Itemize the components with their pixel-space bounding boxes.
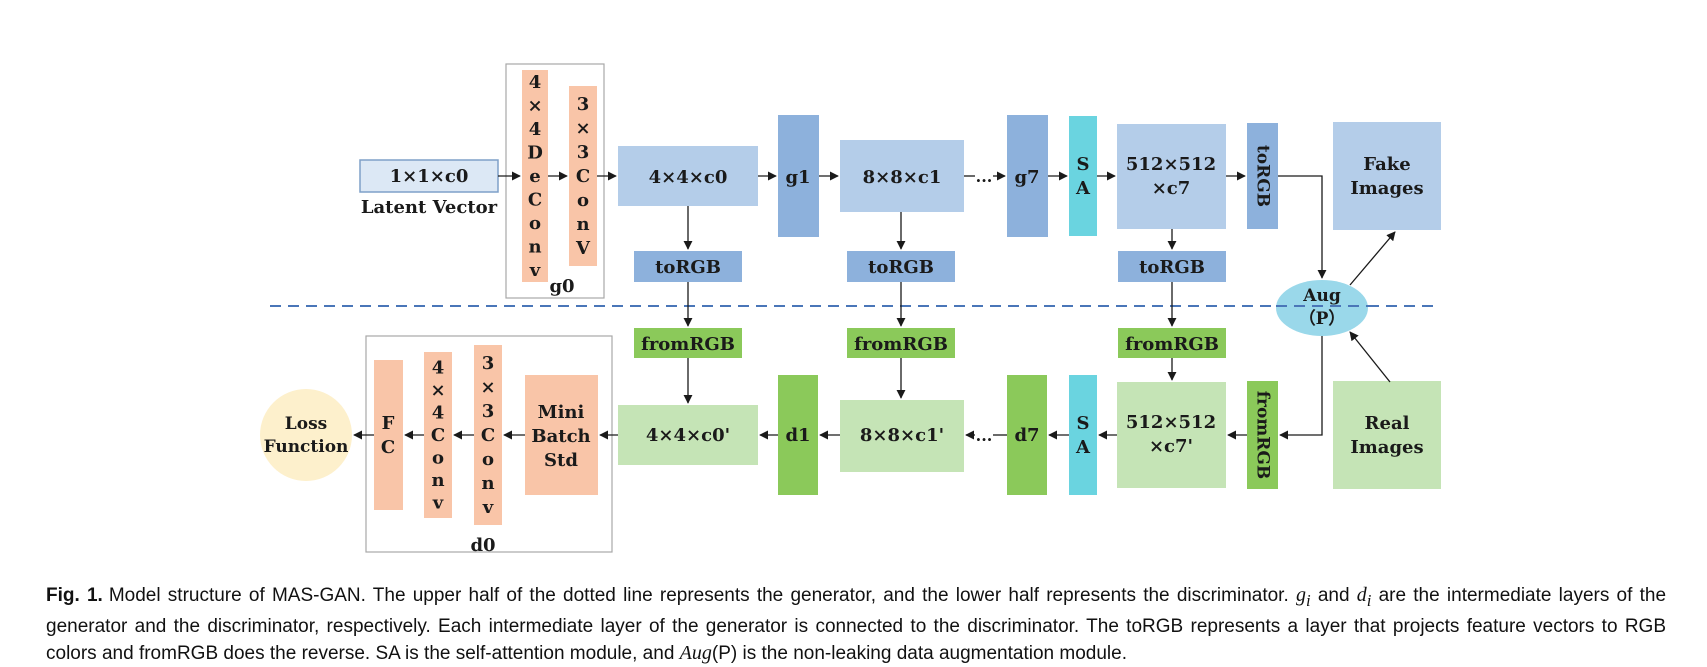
caption-gi-base: g <box>1295 584 1306 606</box>
gen-block-4x4 <box>618 146 758 206</box>
flow-arrows <box>353 171 1396 440</box>
caption-aug-arg: (P) <box>711 643 738 664</box>
real-images <box>1333 381 1441 489</box>
g0-frame <box>505 63 605 299</box>
loss-function <box>260 389 352 481</box>
from-rgb-2 <box>847 328 955 358</box>
caption-di: di <box>1356 584 1372 610</box>
mini-batch-std-line1: Mini <box>538 402 585 423</box>
arrow-real-aug <box>1349 331 1391 383</box>
d0-conv4-block <box>424 352 452 518</box>
gen-block-4x4-label: 4×4×c0 <box>649 167 728 188</box>
gen-to-rgb-side-label: toRGB <box>1253 145 1273 207</box>
g0-conv-block <box>569 86 597 266</box>
caption-gi-sub: i <box>1305 591 1311 610</box>
caption-part2: are the intermediate layers of the gener… <box>46 585 1667 664</box>
caption-di-base: d <box>1356 584 1367 606</box>
to-rgb-3-label: toRGB <box>1139 257 1205 278</box>
from-rgb-1 <box>634 328 742 358</box>
d0-frame <box>365 335 613 553</box>
gen-block-512-line2: ×c7 <box>1152 178 1191 199</box>
aug-label-line1: Aug <box>1302 286 1341 306</box>
mini-batch-std-line2: Batch <box>531 426 590 447</box>
fake-images <box>1333 122 1441 230</box>
latent-vector-label: Latent Vector <box>361 197 498 218</box>
dis-ellipsis: ... <box>976 426 993 445</box>
aug-label-line2: （P） <box>1299 308 1346 329</box>
gen-block-8x8-label: 8×8×c1 <box>863 167 942 188</box>
dis-layer-d1-label: d1 <box>785 425 810 446</box>
loss-function-line1: Loss <box>285 414 327 434</box>
from-rgb-3 <box>1118 328 1226 358</box>
arrow-aug-fromrgb <box>1279 336 1323 440</box>
caption-aug: Aug <box>679 642 712 664</box>
aug-ellipse <box>1276 280 1368 336</box>
g0-deconv-block <box>522 70 548 282</box>
dis-block-512 <box>1117 382 1226 488</box>
arrow-torgb-aug <box>1278 175 1327 279</box>
from-rgb-2-label: fromRGB <box>854 334 948 355</box>
caption-gi: gi <box>1295 584 1311 610</box>
fake-images-line2: Images <box>1350 178 1423 199</box>
g0-label: g0 <box>549 276 574 297</box>
latent-vector-size: 1×1×c0 <box>390 166 469 187</box>
real-images-line2: Images <box>1350 437 1423 458</box>
caption-and: and <box>1317 585 1350 606</box>
loss-function-line2: Function <box>264 437 349 457</box>
gen-layer-g1 <box>778 115 819 237</box>
latent-vector: 1×1×c0 <box>359 159 499 193</box>
to-rgb-1 <box>634 251 742 282</box>
dis-block-4x4-label: 4×4×c0' <box>646 425 730 446</box>
gen-block-8x8 <box>840 140 964 212</box>
mini-batch-std <box>525 375 598 495</box>
caption-di-sub: i <box>1366 591 1372 610</box>
fake-images-line1: Fake <box>1363 154 1410 175</box>
gen-block-512-line1: 512×512 <box>1126 154 1216 175</box>
dis-block-8x8 <box>840 400 964 472</box>
dis-block-512-line1: 512×512 <box>1126 412 1216 433</box>
from-rgb-3-label: fromRGB <box>1125 334 1219 355</box>
dis-block-512-line2: ×c7' <box>1149 436 1193 457</box>
real-images-line1: Real <box>1365 413 1410 434</box>
to-rgb-1-label: toRGB <box>655 257 721 278</box>
dis-self-attention <box>1069 375 1097 495</box>
caption-part1: Model structure of MAS-GAN. The upper ha… <box>108 585 1289 606</box>
dis-layer-d7-label: d7 <box>1014 425 1039 446</box>
mini-batch-std-line3: Std <box>544 450 578 471</box>
caption-part3: is the non-leaking data augmentation mod… <box>742 643 1127 664</box>
to-rgb-2 <box>847 251 955 282</box>
dis-layer-d1 <box>778 375 818 495</box>
caption-label: Fig. 1. <box>46 585 103 606</box>
gen-layer-g7 <box>1007 115 1048 237</box>
arrow-aug-fake <box>1349 231 1396 286</box>
dis-from-rgb-side-label: fromRGB <box>1253 391 1273 480</box>
d0-conv3-block <box>474 345 502 525</box>
dis-layer-d7 <box>1007 375 1047 495</box>
gen-ellipsis: ... <box>976 167 993 186</box>
dis-block-8x8-label: 8×8×c1' <box>860 425 944 446</box>
fc-block <box>374 360 403 510</box>
gen-layer-g1-label: g1 <box>785 167 810 188</box>
d0-label: d0 <box>470 535 495 556</box>
from-rgb-1-label: fromRGB <box>641 334 735 355</box>
dis-block-4x4 <box>618 405 758 465</box>
gen-block-512 <box>1117 124 1226 229</box>
gen-self-attention <box>1069 116 1097 236</box>
dis-from-rgb-side <box>1247 381 1278 489</box>
gen-layer-g7-label: g7 <box>1014 167 1039 188</box>
to-rgb-2-label: toRGB <box>868 257 934 278</box>
figure-caption: Fig. 1.Model structure of MAS-GAN. The u… <box>46 582 1666 667</box>
gen-to-rgb-side <box>1247 123 1278 229</box>
to-rgb-3 <box>1118 251 1226 282</box>
